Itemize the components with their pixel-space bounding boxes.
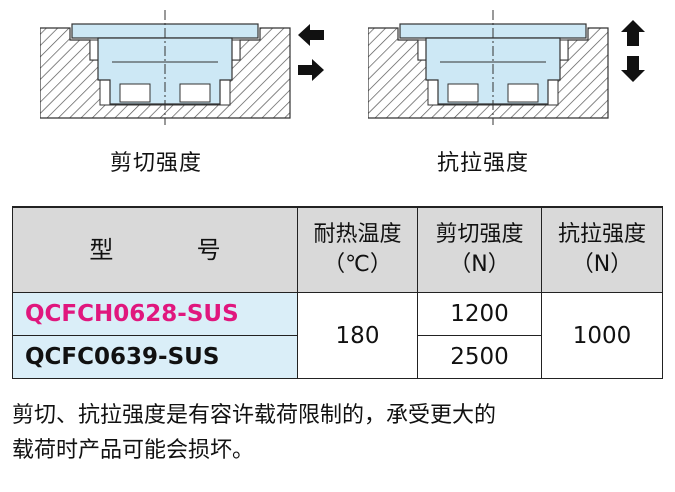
- model-cell-2: QCFC0639-SUS: [12, 335, 298, 379]
- header-model: 型 号: [12, 206, 298, 293]
- temp-value: 180: [297, 292, 418, 379]
- shear-diagram: [40, 0, 330, 130]
- note-text: 剪切、抗拉强度是有容许载荷限制的，承受更大的 载荷时产品可能会损坏。: [12, 398, 662, 468]
- shear-caption: 剪切强度: [110, 151, 203, 176]
- note-line-1: 剪切、抗拉强度是有容许载荷限制的，承受更大的: [12, 403, 497, 428]
- header-temp-label: 耐热温度: [313, 222, 402, 247]
- header-temp-unit: （℃）: [323, 252, 392, 277]
- tensile-value: 1000: [541, 292, 663, 379]
- tensile-caption: 抗拉强度: [437, 151, 530, 176]
- shear-value-2: 2500: [417, 335, 542, 379]
- header-shear-unit: （N）: [449, 252, 510, 277]
- arrow-down-icon: [621, 56, 645, 82]
- model-cell-1: QCFCH0628-SUS: [12, 292, 298, 336]
- header-model-part2: 号: [196, 236, 221, 264]
- spec-table: 型 号 耐热温度 （℃） 剪切强度 （N） 抗拉强度 （N） QCFCH0628…: [12, 206, 663, 379]
- header-temp: 耐热温度 （℃）: [297, 206, 418, 293]
- arrow-left-icon: [298, 24, 324, 46]
- header-shear-label: 剪切强度: [435, 222, 524, 247]
- header-tensile-label: 抗拉强度: [557, 222, 646, 247]
- header-shear: 剪切强度 （N）: [417, 206, 542, 293]
- arrow-up-icon: [621, 20, 645, 46]
- header-tensile: 抗拉强度 （N）: [541, 206, 663, 293]
- table-row: QCFCH0628-SUS 180 1200 1000: [12, 292, 663, 379]
- table-row: QCFC0639-SUS 2500: [12, 335, 663, 379]
- tensile-diagram: [368, 0, 658, 130]
- arrow-right-icon: [298, 59, 324, 81]
- note-line-2: 载荷时产品可能会损坏。: [12, 438, 255, 463]
- header-model-part1: 型: [89, 236, 114, 264]
- table-header-row: 型 号 耐热温度 （℃） 剪切强度 （N） 抗拉强度 （N）: [12, 206, 663, 293]
- shear-value-1: 1200: [417, 292, 542, 336]
- header-tensile-unit: （N）: [571, 252, 633, 277]
